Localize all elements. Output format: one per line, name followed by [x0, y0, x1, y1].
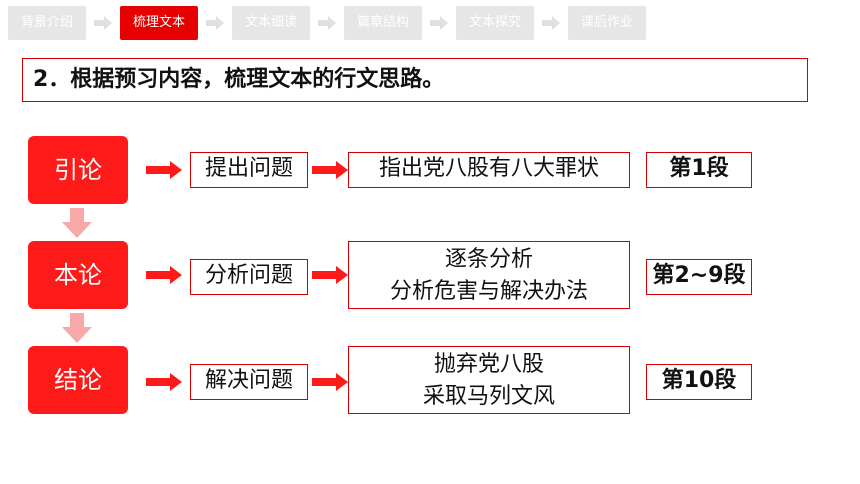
section-label-conclusion: 结论	[28, 346, 128, 414]
arrow-right-icon	[312, 161, 348, 179]
content-line: 指出党八股有八大罪状	[378, 156, 599, 181]
paragraph-box: 第2~9段	[646, 259, 752, 295]
tab-explore[interactable]: 文本探究	[456, 6, 534, 40]
paragraph-text: 第10段	[661, 368, 737, 393]
content-line: 采取马列文风	[422, 384, 555, 409]
arrow-right-icon	[312, 373, 348, 391]
arrow-right-icon	[542, 16, 560, 30]
tab-sort-text[interactable]: 梳理文本	[120, 6, 198, 40]
paragraph-text: 第1段	[669, 156, 729, 181]
arrow-down-icon	[62, 313, 92, 343]
arrow-down-icon	[62, 208, 92, 238]
arrow-right-icon	[146, 373, 182, 391]
section-label-intro: 引论	[28, 136, 128, 204]
arrow-right-icon	[146, 266, 182, 284]
step-text: 提出问题	[204, 156, 293, 181]
arrow-right-icon	[318, 16, 336, 30]
content-line: 抛弃党八股	[433, 352, 544, 377]
arrow-right-icon	[146, 161, 182, 179]
step-text: 分析问题	[204, 263, 293, 288]
tab-background[interactable]: 背景介绍	[8, 6, 86, 40]
content-box: 抛弃党八股 采取马列文风	[348, 346, 630, 414]
arrow-right-icon	[430, 16, 448, 30]
tab-homework[interactable]: 课后作业	[568, 6, 646, 40]
arrow-right-icon	[206, 16, 224, 30]
content-box: 指出党八股有八大罪状	[348, 152, 630, 188]
content-line: 分析危害与解决办法	[389, 279, 588, 304]
lesson-navigation: 背景介绍 梳理文本 文本细读 篇章结构 文本探究 课后作业	[8, 6, 858, 40]
arrow-right-icon	[312, 266, 348, 284]
arrow-right-icon	[94, 16, 112, 30]
step-text: 解决问题	[204, 368, 293, 393]
tab-close-reading[interactable]: 文本细读	[232, 6, 310, 40]
step-box: 提出问题	[190, 152, 308, 188]
step-box: 分析问题	[190, 259, 308, 295]
section-label-body: 本论	[28, 241, 128, 309]
content-line: 逐条分析	[444, 247, 533, 272]
paragraph-text: 第2~9段	[652, 263, 746, 288]
tab-structure[interactable]: 篇章结构	[344, 6, 422, 40]
paragraph-box: 第10段	[646, 364, 752, 400]
content-box: 逐条分析 分析危害与解决办法	[348, 241, 630, 309]
paragraph-box: 第1段	[646, 152, 752, 188]
question-heading: 2．根据预习内容，梳理文本的行文思路。	[22, 58, 808, 102]
step-box: 解决问题	[190, 364, 308, 400]
